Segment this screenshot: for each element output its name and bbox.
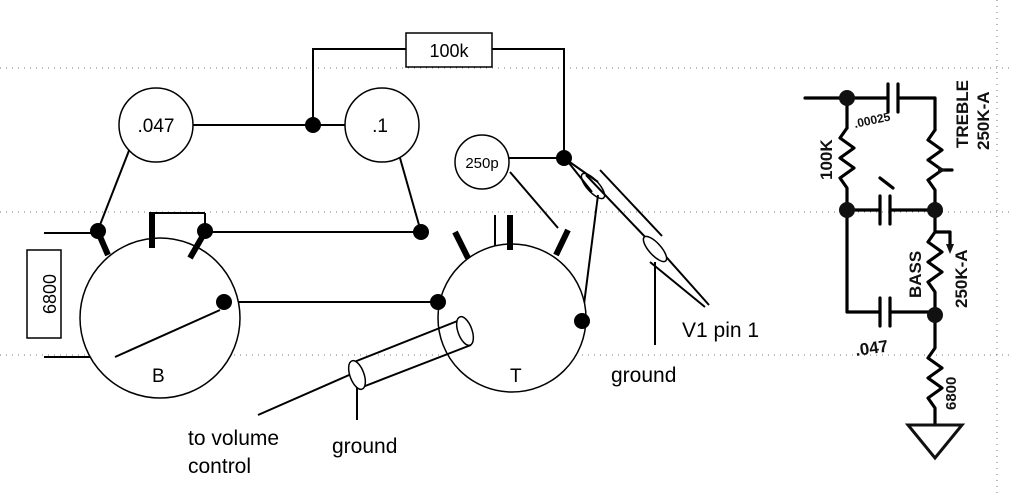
to-volume-label-line2: control: [188, 455, 251, 478]
bass-pot-label: B: [152, 366, 165, 387]
cap-250p-label: 250p: [465, 155, 498, 172]
v1-pin1-label: V1 pin 1: [682, 319, 759, 342]
bass-pot: B: [79, 237, 241, 399]
junction-nodes: [90, 117, 590, 329]
shielded-cable-volume: [347, 315, 475, 391]
schematic-100k-label: 100K: [817, 139, 836, 180]
junction-node: [574, 313, 590, 329]
junction-node: [556, 150, 572, 166]
schematic-00025-label: .00025: [853, 110, 892, 131]
cap-01: .1: [344, 87, 420, 163]
to-volume-label-line1: to volume: [188, 427, 279, 450]
schematic-bass-value: 250K-A: [952, 249, 971, 308]
schematic-047-label: .047: [854, 337, 889, 360]
junction-node: [413, 224, 429, 240]
cap-047-label: .047: [138, 116, 175, 137]
ground-label-right: ground: [611, 364, 676, 387]
resistor-6800: 6800: [26, 249, 62, 339]
treble-pot-label: T: [510, 366, 522, 387]
schematic-6800-label: 6800: [943, 377, 960, 410]
shielded-cable-v1: [580, 169, 668, 263]
cap-250p: 250p: [454, 134, 510, 190]
resistor-100k-label: 100k: [429, 41, 469, 61]
bass-pot-body: [79, 237, 241, 399]
junction-node: [305, 117, 321, 133]
junction-node: [197, 223, 213, 239]
resistor-100k: 100k: [405, 32, 493, 68]
junction-node: [216, 294, 232, 310]
resistor-6800-label: 6800: [40, 274, 60, 314]
schematic-treble-label: TREBLE: [953, 80, 972, 148]
junction-node: [90, 223, 106, 239]
scanned-schematic: TREBLE 250K-A 100K .00025 BASS 250K-A .0…: [803, 80, 993, 461]
cap-047: .047: [118, 87, 194, 163]
schematic-treble-value: 250K-A: [974, 91, 993, 150]
junction-node: [430, 294, 446, 310]
ground-label-left: ground: [332, 435, 397, 458]
cap-01-label: .1: [372, 116, 388, 137]
schematic-bass-label: BASS: [906, 251, 925, 298]
